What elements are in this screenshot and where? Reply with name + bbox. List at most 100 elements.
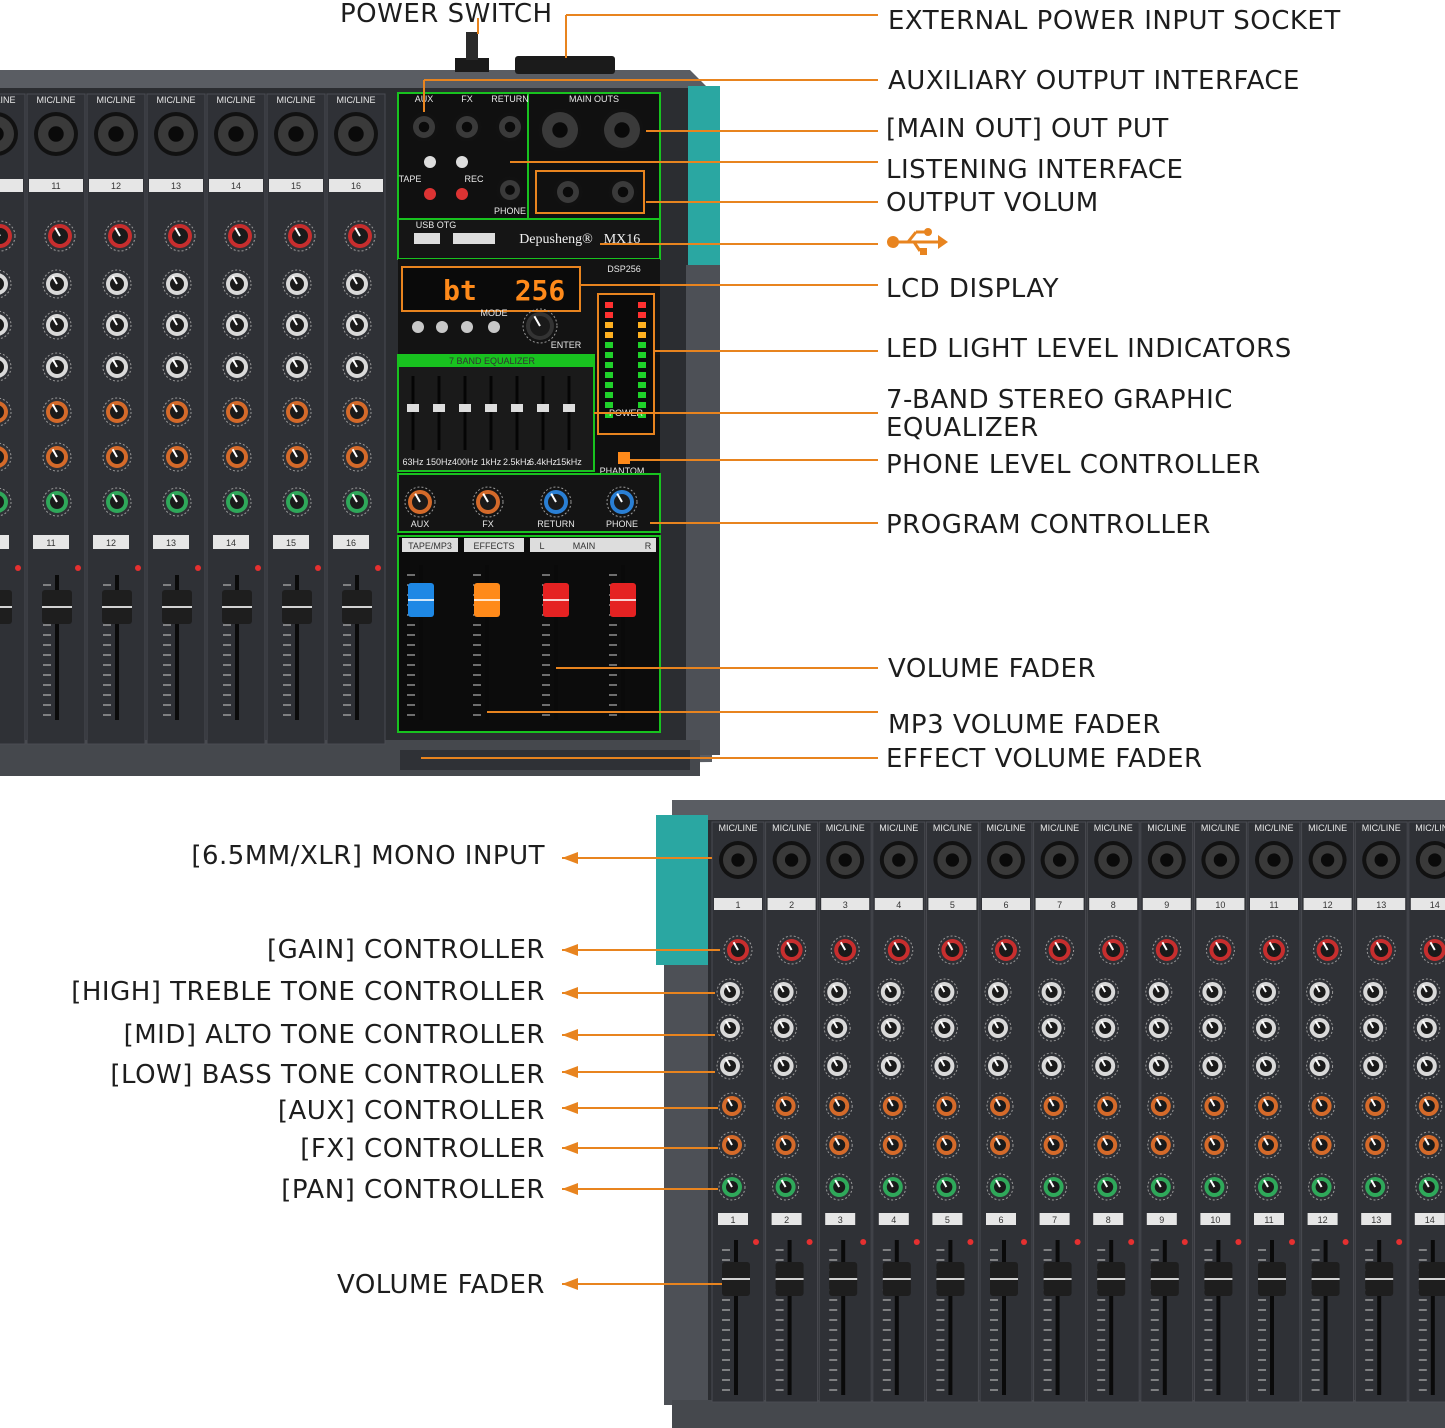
low-knob: [930, 1052, 958, 1080]
knob-pointer: [1263, 1179, 1269, 1188]
callout-arrow: [562, 1278, 578, 1290]
tape-mp3-fader: [407, 565, 434, 720]
mute-button: [0, 535, 9, 549]
channel-number-plate: [1142, 898, 1191, 910]
mute-button-number: 5: [945, 1215, 950, 1225]
knob-pointer: [887, 1098, 894, 1107]
strip-mic-label: MIC/LINE: [0, 95, 16, 105]
knob-pointer: [1153, 1058, 1160, 1067]
knob-pointer: [351, 275, 358, 285]
knob-pointer: [993, 984, 999, 993]
label-high-treble: [HIGH] TREBLE TONE CONTROLLER: [71, 977, 545, 1007]
knob-pointer: [533, 315, 541, 327]
pk-led: [753, 1239, 759, 1245]
knob-cap: [0, 360, 4, 374]
mono-input-jack: [826, 841, 865, 879]
lcd-mode-text: bt: [443, 274, 477, 307]
label-main-out-output: [MAIN OUT] OUT PUT: [886, 114, 1169, 144]
xlr-jack: [168, 126, 184, 142]
pan-knob: [772, 1173, 800, 1201]
xlr-jack: [108, 126, 124, 142]
knob-pointer: [1421, 984, 1428, 993]
knob-pointer: [1316, 1179, 1323, 1188]
knob-scale: [42, 397, 72, 427]
knob-scale: [1152, 935, 1182, 965]
knob-pointer: [993, 1058, 999, 1067]
pan-knob: [825, 1173, 853, 1201]
usb-otg-label: USB OTG: [416, 220, 457, 230]
xlr-jack: [1267, 853, 1281, 867]
knob-scale: [1200, 1092, 1228, 1120]
mute-button-number: 10: [1210, 1215, 1220, 1225]
knob-scale: [1308, 1092, 1336, 1120]
led-left: [605, 352, 613, 358]
led-right: [638, 362, 646, 368]
knob-scale: [1040, 1092, 1068, 1120]
mute-button-number: 12: [1318, 1215, 1328, 1225]
mute-button: [333, 535, 369, 549]
bottom-mixer-teal-cap: [656, 815, 708, 965]
label-power-switch: POWER SWITCH: [340, 0, 553, 29]
knob-scale: [1361, 1092, 1389, 1120]
hi-knob: [1145, 978, 1173, 1006]
mute-button-number: 6: [998, 1215, 1003, 1225]
bottom-mixer-front-lip: [672, 1400, 1445, 1428]
aux-knob: [1361, 1092, 1389, 1120]
mute-button-number: 4: [891, 1215, 896, 1225]
knob-pointer: [171, 316, 178, 326]
effects-label: EFFECTS: [473, 541, 514, 551]
gain-knob: [1366, 935, 1396, 965]
knob-scale: [44, 220, 76, 252]
label-volume-fader-top: VOLUME FADER: [888, 654, 1097, 684]
usb-icon: [886, 226, 950, 256]
callout-arrow: [562, 1029, 578, 1041]
fx-knob: [42, 442, 72, 472]
gain-knob: [1152, 935, 1182, 965]
strip-mic-label: MIC/LINE: [1040, 823, 1079, 833]
led-right: [638, 392, 646, 398]
xlr-jack: [418, 121, 430, 133]
strip-mic-label: MIC/LINE: [879, 823, 918, 833]
hi-knob: [222, 269, 252, 299]
low-knob: [1306, 1052, 1334, 1080]
channel-fader: [162, 575, 192, 720]
label-7band-eq-line1: 7-BAND STEREO GRAPHIC: [886, 385, 1233, 415]
xlr-jack: [348, 126, 364, 142]
knob-scale: [825, 1131, 853, 1159]
knob-scale: [342, 269, 372, 299]
knob-scale: [1091, 1014, 1119, 1042]
channel-number-plate: [821, 898, 870, 910]
knob-pointer: [1209, 1098, 1216, 1107]
mute-button-number: 12: [106, 538, 116, 548]
eq-title-bar: [398, 355, 594, 367]
knob-scale: [342, 310, 372, 340]
channel-fader: [1150, 1240, 1179, 1395]
channel-fader: [222, 575, 252, 720]
knob-pointer: [51, 275, 58, 285]
knob-pointer: [1100, 1020, 1107, 1029]
knob-pointer: [1155, 1098, 1162, 1107]
usb-logo-plate: [453, 233, 495, 244]
knob-pointer: [414, 493, 421, 503]
mid-knob: [1198, 1014, 1226, 1042]
channel-fader: [936, 1240, 965, 1395]
knob-pointer: [939, 1058, 946, 1067]
xlr-jack: [1106, 853, 1120, 867]
knob-scale: [282, 397, 312, 427]
label-aux-controller: [AUX] CONTROLLER: [277, 1096, 545, 1126]
channel-number-plate: [1410, 898, 1445, 910]
mono-input-jack: [933, 841, 972, 879]
mid-knob: [770, 1014, 798, 1042]
label-output-volum: OUTPUT VOLUM: [886, 188, 1099, 218]
pan-knob: [0, 487, 12, 517]
knob-scale: [1040, 1173, 1068, 1201]
knob-pointer: [839, 941, 847, 951]
callout-arrow: [562, 987, 578, 999]
led-right: [638, 352, 646, 358]
phone-label: PHONE: [494, 206, 526, 216]
mute-button: [1254, 1213, 1284, 1225]
knob-scale: [1415, 1092, 1443, 1120]
fx-knob: [1254, 1131, 1282, 1159]
knob-pointer: [995, 1179, 1001, 1188]
